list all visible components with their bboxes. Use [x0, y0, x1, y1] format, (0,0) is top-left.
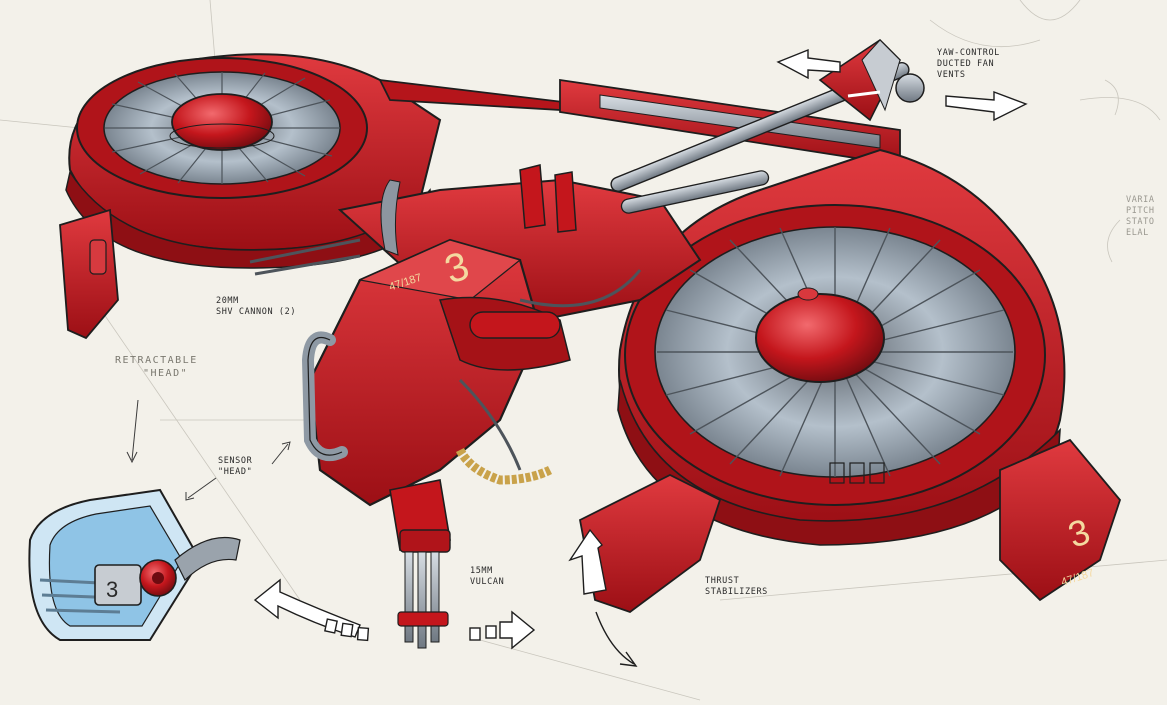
thrust-stabilizers: [568, 438, 1122, 614]
note-line: "HEAD": [143, 368, 189, 379]
note-line: 20MM: [216, 296, 239, 306]
note-line: SHV CANNON (2): [216, 307, 297, 317]
yaw-arrows: [776, 48, 1028, 122]
note-line: VENTS: [937, 70, 966, 80]
note-line: ELAL: [1126, 228, 1149, 238]
rotation-arrow: [253, 578, 536, 650]
note-vulcan: 15MM VULCAN: [470, 566, 504, 588]
left-rotor-nacelle: [59, 53, 442, 340]
sensor-unit-number: 3: [106, 577, 118, 602]
note-line: VARIA: [1126, 195, 1155, 205]
leader-lines: [126, 399, 291, 501]
note-yaw-control: YAW-CONTROL DUCTED FAN VENTS: [937, 48, 1000, 81]
note-line: "HEAD": [218, 467, 253, 477]
note-line: VULCAN: [470, 577, 505, 587]
note-line: YAW-CONTROL: [937, 48, 1000, 58]
note-variable-pitch: VARIA PITCH STATO ELAL: [1126, 195, 1155, 239]
sensor-head: [28, 488, 241, 641]
note-line: STATO: [1126, 217, 1155, 227]
fuselage: [249, 164, 770, 507]
right-rotor-nacelle: [617, 148, 1066, 546]
note-thrust: THRUST STABILIZERS: [705, 576, 768, 598]
thrust-arrow: [595, 611, 638, 667]
note-line: PITCH: [1126, 206, 1155, 216]
note-cannon: 20MM SHV CANNON (2): [216, 296, 296, 318]
note-sensor: SENSOR "HEAD": [218, 456, 252, 478]
note-line: DUCTED FAN: [937, 59, 995, 69]
note-line: RETRACTABLE: [115, 355, 198, 366]
note-line: 15MM: [470, 566, 493, 576]
note-line: STABILIZERS: [705, 587, 768, 597]
note-line: SENSOR: [218, 456, 253, 466]
note-line: THRUST: [705, 576, 740, 586]
note-retractable: RETRACTABLE "HEAD": [115, 354, 198, 380]
vulcan-gun: [389, 479, 451, 649]
